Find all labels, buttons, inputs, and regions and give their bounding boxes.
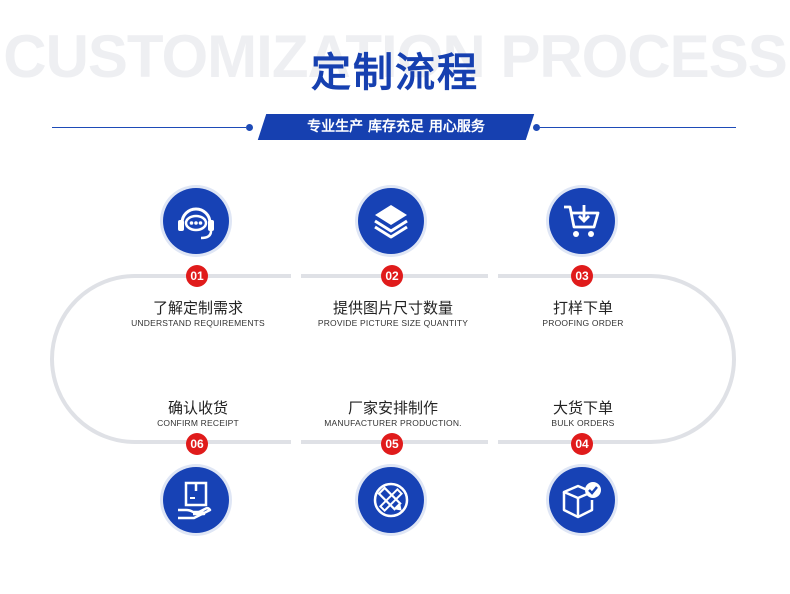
step-3-title: 打样下单 [552, 299, 613, 317]
divider-dot-right [533, 124, 540, 131]
step-2-number-badge: 02 [381, 265, 403, 287]
headset-chat-icon [178, 207, 214, 240]
page-title: 定制流程 [311, 50, 479, 96]
track-gap [291, 272, 301, 280]
track-gap [488, 272, 498, 280]
step-6-subtitle: CONFIRM RECEIPT [157, 418, 239, 428]
step-2-title: 提供图片尺寸数量 [332, 299, 453, 317]
step-4-icon-circle [549, 467, 615, 533]
package-hand-icon [178, 481, 212, 520]
divider-right [540, 127, 736, 128]
slogan-banner-text: 专业生产 库存充足 用心服务 [307, 119, 485, 135]
step-4-number-badge: 04 [571, 433, 593, 455]
step-6-number-badge: 06 [186, 433, 208, 455]
step-5-title: 厂家安排制作 [347, 399, 438, 417]
step-5-icon-circle [358, 467, 424, 533]
track-gap [291, 438, 301, 446]
step-3-icon-circle [549, 188, 615, 254]
step-6-icon-circle [163, 467, 229, 533]
step-6-title: 确认收货 [167, 399, 228, 417]
step-2-subtitle: PROVIDE PICTURE SIZE QUANTITY [317, 318, 469, 328]
step-4-title: 大货下单 [552, 399, 613, 417]
step-3-number-badge: 03 [571, 265, 593, 287]
step-4-subtitle: BULK ORDERS [551, 418, 615, 428]
layers-icon [374, 205, 408, 239]
step-1-title: 了解定制需求 [152, 299, 243, 317]
step-1-icon-circle [163, 188, 229, 254]
step-1-number-badge: 01 [186, 265, 208, 287]
background-watermark-text: CUSTOMIZATION PROCESS [3, 23, 788, 90]
divider-dot-left [246, 124, 253, 131]
step-5-number-badge: 05 [381, 433, 403, 455]
step-1-subtitle: UNDERSTAND REQUIREMENTS [131, 318, 265, 328]
step-2-icon-circle [358, 188, 424, 254]
step-3-subtitle: PROOFING ORDER [542, 318, 624, 328]
shopping-cart-icon [564, 205, 600, 237]
divider-left [52, 127, 246, 128]
box-check-icon [562, 482, 601, 519]
track-gap [488, 438, 498, 446]
step-5-subtitle: MANUFACTURER PRODUCTION. [324, 418, 462, 428]
design-tools-icon [373, 482, 409, 518]
